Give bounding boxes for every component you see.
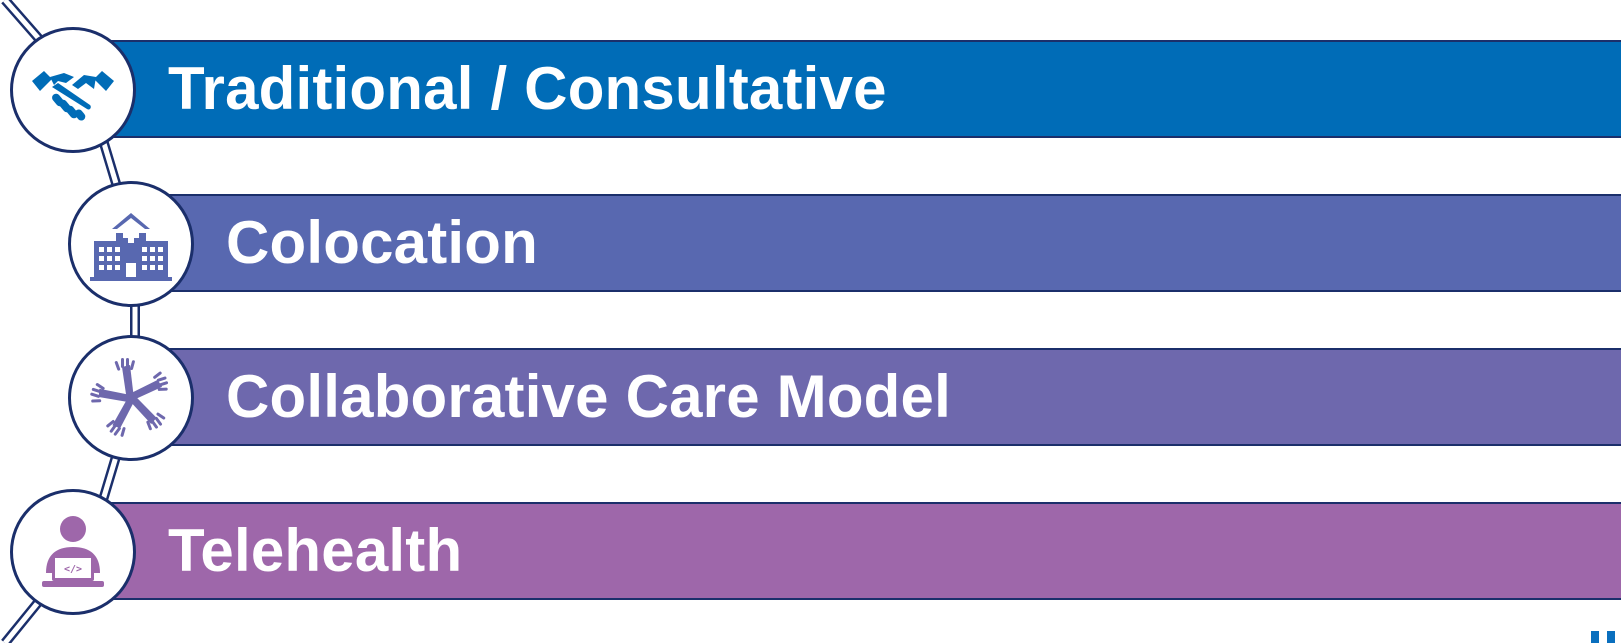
model-band-traditional-consultative: Traditional / Consultative [100, 40, 1621, 138]
logo-fragment-icon [1591, 631, 1615, 643]
model-label: Collaborative Care Model [226, 363, 951, 430]
model-label: Colocation [226, 209, 538, 276]
model-band-colocation: Colocation [158, 194, 1621, 292]
handshake-icon [10, 27, 136, 153]
hands-together-icon [68, 335, 194, 461]
model-band-telehealth: Telehealth [100, 502, 1621, 600]
svg-text:</>: </> [64, 564, 82, 575]
person-laptop-icon: </> [10, 489, 136, 615]
model-label: Telehealth [168, 517, 463, 584]
model-label: Traditional / Consultative [168, 55, 887, 122]
hospital-building-icon [68, 181, 194, 307]
model-band-collaborative-care: Collaborative Care Model [158, 348, 1621, 446]
